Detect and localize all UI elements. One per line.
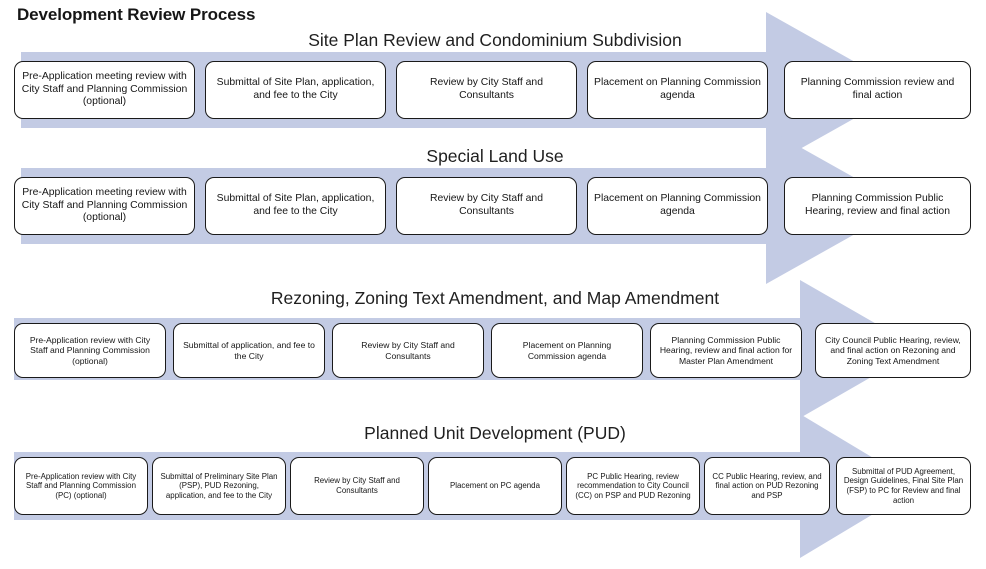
process-step-label: PC Public Hearing, review recommendation… <box>575 471 691 500</box>
process-step-box: Placement on PC agenda <box>428 457 562 515</box>
process-step-box: Submittal of Site Plan, application, and… <box>205 177 386 235</box>
process-step-label: Review by City Staff and Consultants <box>429 193 543 217</box>
process-step-box: Placement on Planning Commission agenda <box>587 61 768 119</box>
process-step-label: Review by City Staff and Consultants <box>314 476 400 495</box>
process-step-box: Pre-Application meeting review with City… <box>14 61 195 119</box>
process-step-label: Placement on Planning Commission agenda <box>594 77 761 101</box>
process-step-label: Submittal of Site Plan, application, and… <box>216 77 375 101</box>
process-step-label: Submittal of application, and fee to the… <box>183 340 315 361</box>
process-step-label: Pre-Application meeting review with City… <box>21 186 188 224</box>
process-step-box: PC Public Hearing, review recommendation… <box>566 457 700 515</box>
process-step-label: Submittal of Site Plan, application, and… <box>216 193 375 217</box>
process-step-label: Planning Commission Public Hearing, revi… <box>659 334 793 366</box>
process-step-label: Submittal of Preliminary Site Plan (PSP)… <box>160 471 278 500</box>
process-step-box: Review by City Staff and Consultants <box>396 61 577 119</box>
row-heading-site-plan: Site Plan Review and Condominium Subdivi… <box>308 30 682 50</box>
row-heading-rezoning: Rezoning, Zoning Text Amendment, and Map… <box>270 288 720 308</box>
process-step-box: Planning Commission review and final act… <box>784 61 971 119</box>
row-heading-pud: Planned Unit Development (PUD) <box>364 423 626 443</box>
row-heading-special-land-use: Special Land Use <box>426 146 564 166</box>
process-step-label: Review by City Staff and Consultants <box>361 340 455 361</box>
process-step-box: Planning Commission Public Hearing, revi… <box>650 323 802 378</box>
process-step-label: Review by City Staff and Consultants <box>429 77 543 101</box>
process-step-label: Pre-Application meeting review with City… <box>21 70 188 108</box>
process-step-label: Planning Commission Public Hearing, revi… <box>805 193 950 217</box>
process-step-box: Pre-Application review with City Staff a… <box>14 323 166 378</box>
page-title: Development Review Process <box>17 5 256 24</box>
process-step-box: Placement on Planning Commission agenda <box>491 323 643 378</box>
process-step-label: Pre-Application review with City Staff a… <box>25 471 137 500</box>
process-step-box: CC Public Hearing, review, and final act… <box>704 457 830 515</box>
process-step-label: Placement on Planning Commission agenda <box>594 193 761 217</box>
process-step-box: Planning Commission Public Hearing, revi… <box>784 177 971 235</box>
process-step-box: Submittal of Site Plan, application, and… <box>205 61 386 119</box>
process-step-box: City Council Public Hearing, review, and… <box>815 323 971 378</box>
process-step-box: Submittal of application, and fee to the… <box>173 323 325 378</box>
process-step-box: Pre-Application review with City Staff a… <box>14 457 148 515</box>
process-step-label: Placement on PC agenda <box>450 481 540 491</box>
process-step-label: Pre-Application review with City Staff a… <box>29 334 151 366</box>
process-step-label: CC Public Hearing, review, and final act… <box>712 471 822 500</box>
process-step-box: Review by City Staff and Consultants <box>290 457 424 515</box>
process-step-box: Submittal of Preliminary Site Plan (PSP)… <box>152 457 286 515</box>
process-step-box: Placement on Planning Commission agenda <box>587 177 768 235</box>
process-step-box: Review by City Staff and Consultants <box>396 177 577 235</box>
process-step-label: Planning Commission review and final act… <box>800 77 955 101</box>
process-step-label: Placement on Planning Commission agenda <box>522 340 612 361</box>
process-step-label: City Council Public Hearing, review, and… <box>825 334 961 366</box>
process-step-box: Submittal of PUD Agreement, Design Guide… <box>836 457 971 515</box>
process-step-box: Pre-Application meeting review with City… <box>14 177 195 235</box>
process-step-box: Review by City Staff and Consultants <box>332 323 484 378</box>
process-step-label: Submittal of PUD Agreement, Design Guide… <box>843 466 964 505</box>
